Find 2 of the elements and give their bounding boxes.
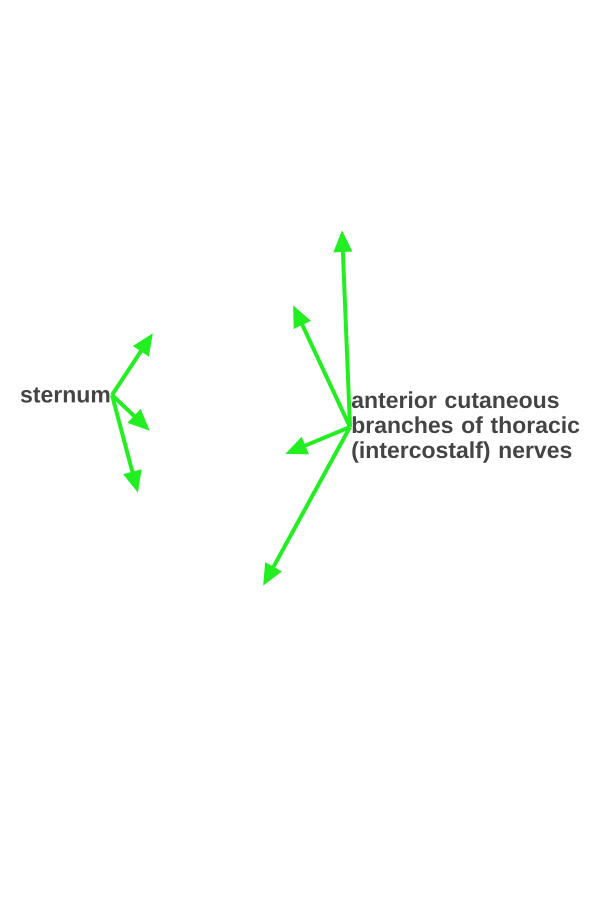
label-text: sternum <box>20 387 110 403</box>
label-text: anterior cutaneous branches of thoracic (intercostalf) nerves <box>352 391 580 463</box>
